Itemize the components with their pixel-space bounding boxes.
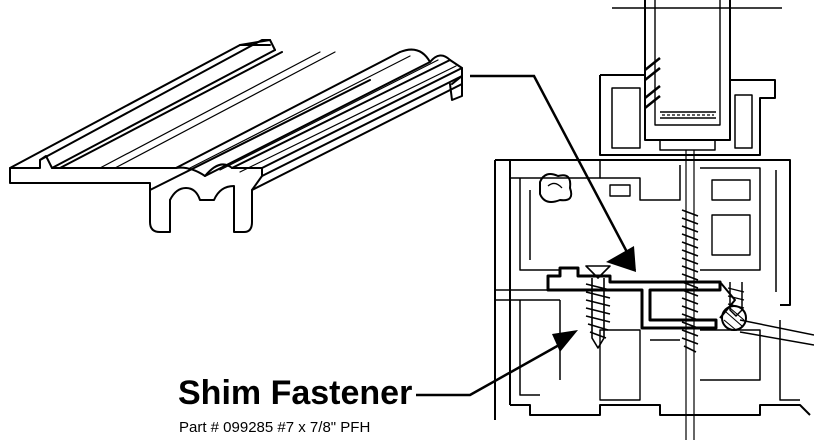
leader-lines [416,74,630,397]
callout-title: Shim Fastener [178,374,413,412]
round-gasket [721,305,747,331]
bulb-seal [539,173,573,203]
shim-section [546,266,722,330]
arrowhead-fastener [552,330,578,352]
callout-part-number: Part # 099285 #7 x 7/8" PFH [179,419,371,436]
leader-extrusion-to-section [470,74,630,255]
leader-fastener [416,338,569,397]
shim-fastener-screw [585,278,611,349]
frame-screw [681,150,699,440]
shim-extrusion-isometric [9,39,463,233]
frame-section-view [494,0,814,440]
